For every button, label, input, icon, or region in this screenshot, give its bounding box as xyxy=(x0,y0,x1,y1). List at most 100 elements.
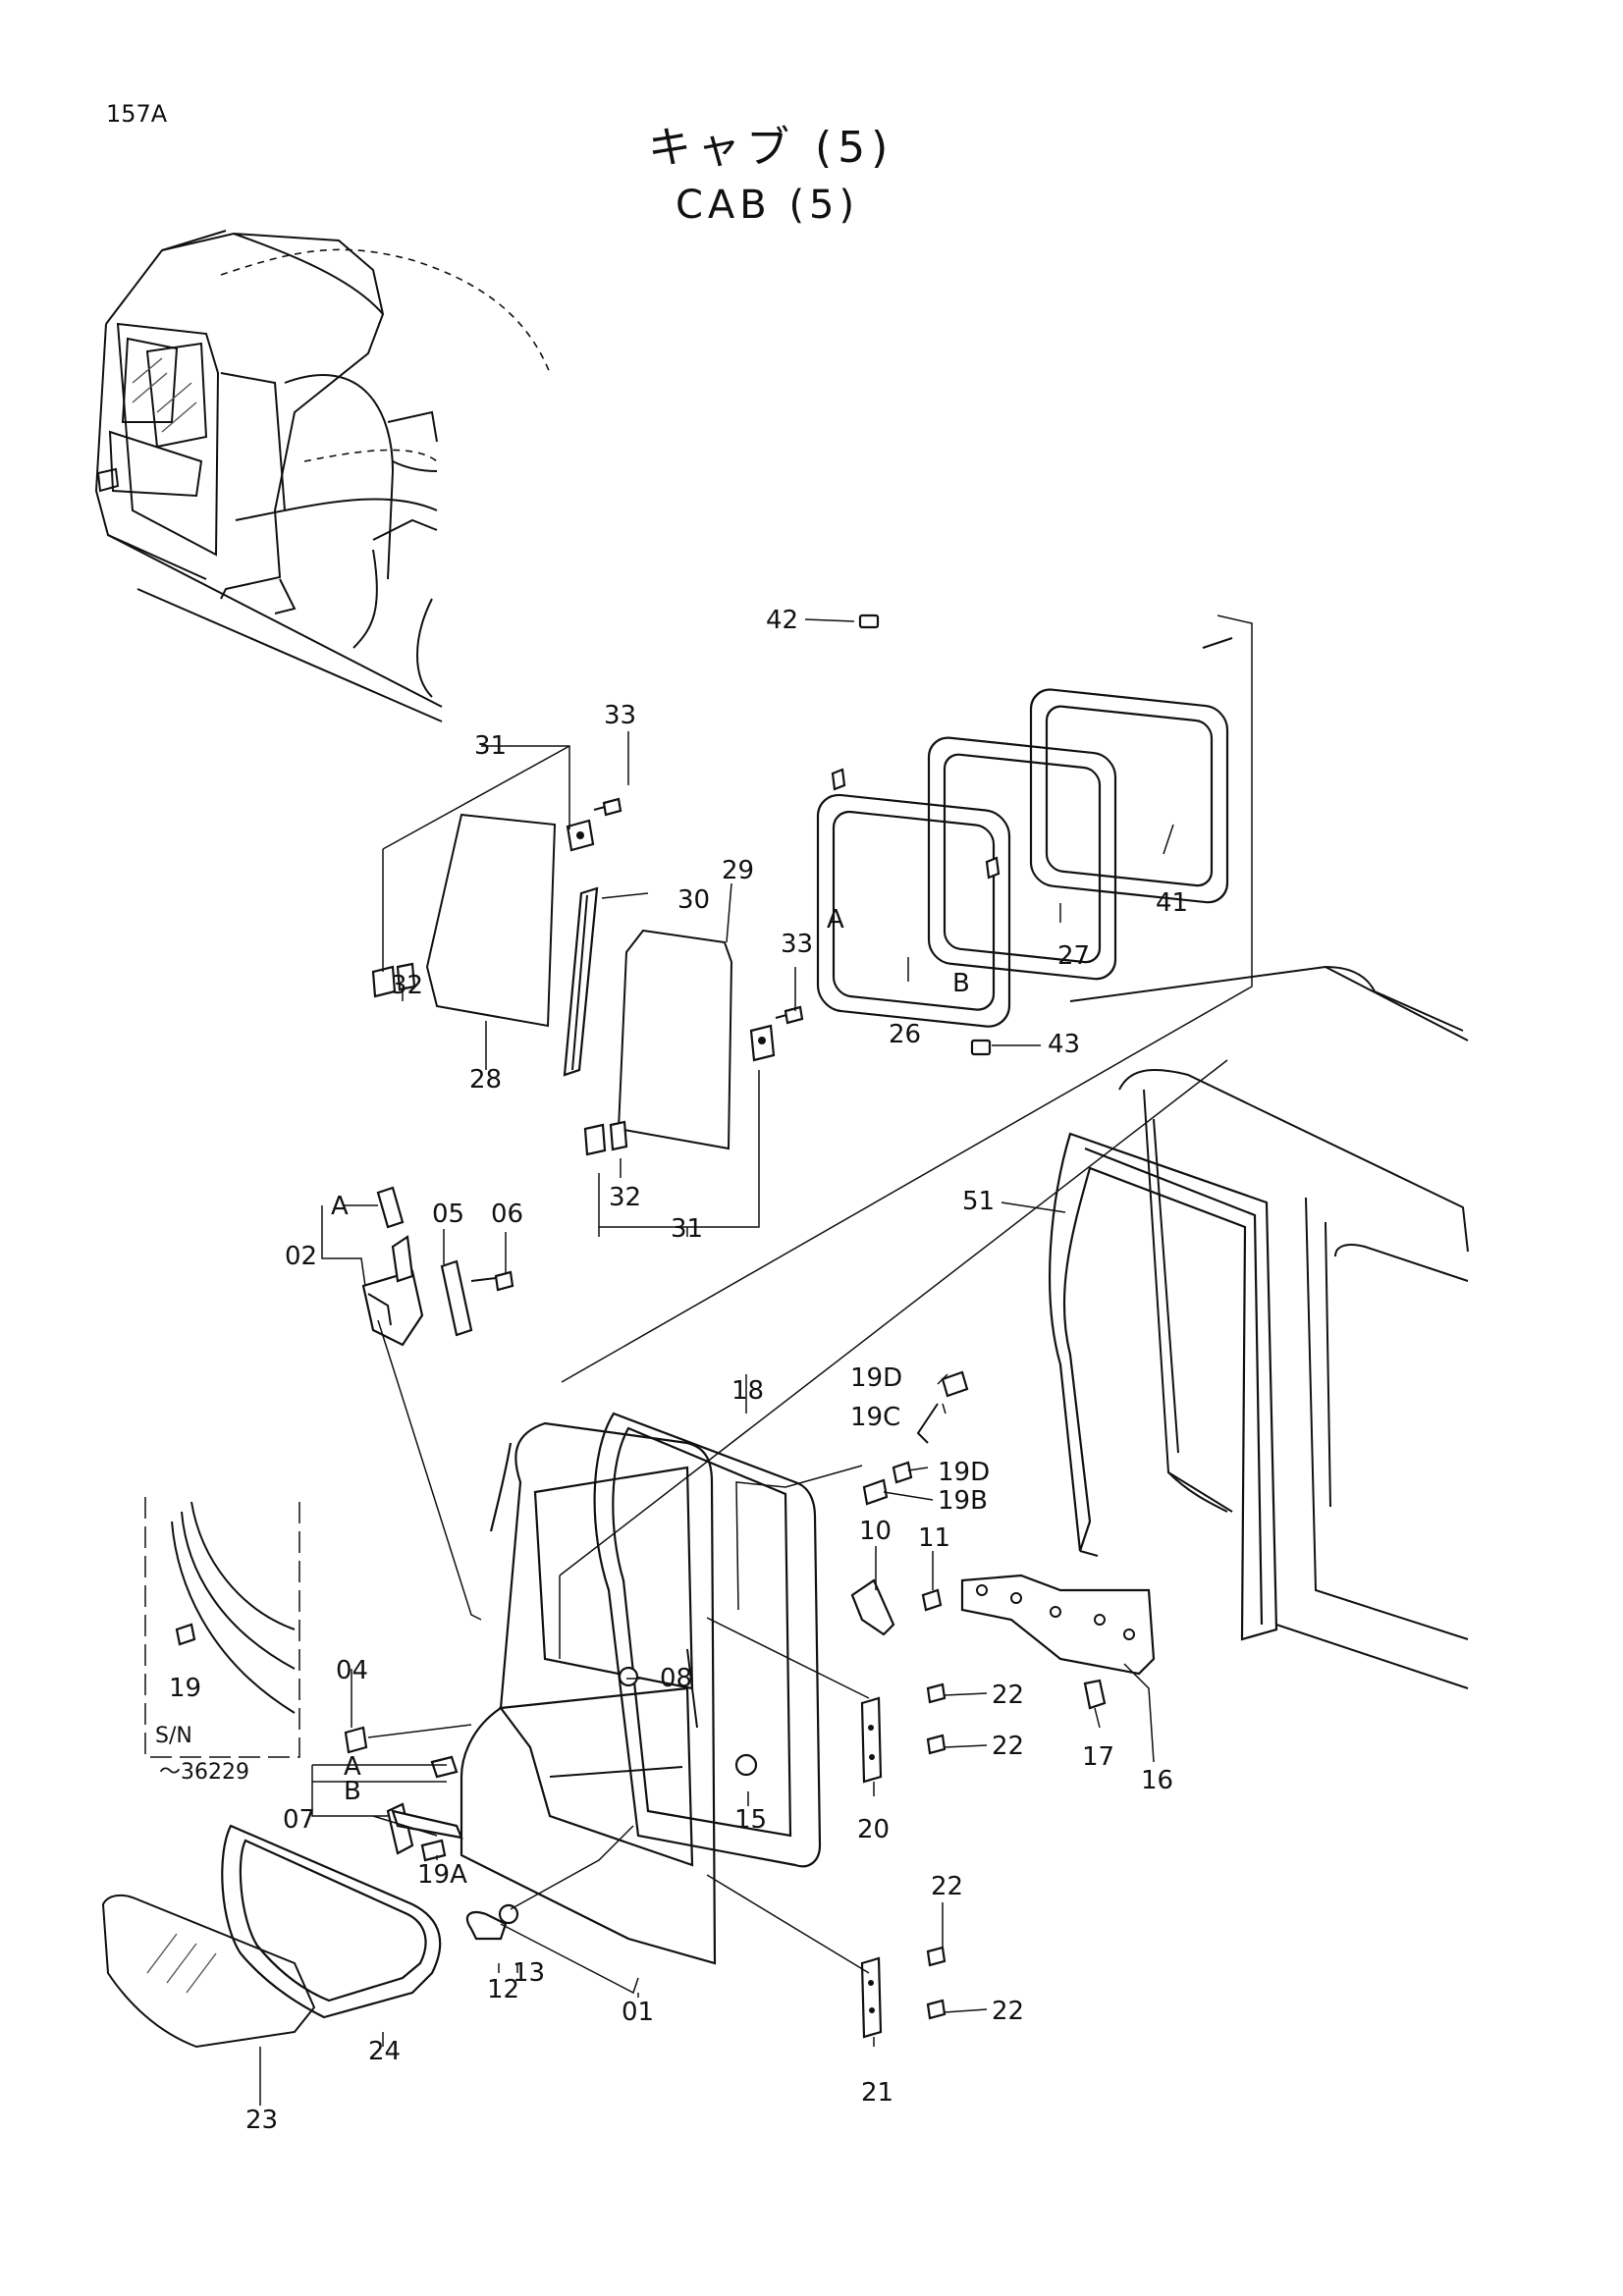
callout-22-c: 22 xyxy=(931,1872,963,1901)
bolt-22-d xyxy=(926,1999,947,2020)
callout-22-d: 22 xyxy=(992,1997,1024,2026)
door-glass-23 xyxy=(101,1894,316,2049)
callout-19b: 19B xyxy=(938,1486,988,1516)
door-handle-02 xyxy=(361,1235,424,1347)
window-seal-26 xyxy=(816,793,1011,1028)
hinge-21 xyxy=(860,1956,883,2039)
cab-door-01 xyxy=(460,1421,717,1965)
callout-04: 04 xyxy=(336,1656,368,1685)
callout-17: 17 xyxy=(1082,1742,1114,1772)
callout-08: 08 xyxy=(660,1664,692,1693)
callout-31-lower: 31 xyxy=(671,1214,703,1244)
seal-26-clip-b xyxy=(985,856,1001,880)
callout-02: 02 xyxy=(285,1242,317,1271)
bolt-22-a xyxy=(926,1682,947,1704)
callout-06: 06 xyxy=(491,1200,523,1229)
grommet-15 xyxy=(734,1753,758,1777)
callout-33-lower: 33 xyxy=(781,930,813,959)
callout-51: 51 xyxy=(962,1187,995,1216)
callout-15: 15 xyxy=(734,1805,767,1835)
glass-seal-24 xyxy=(221,1824,442,2019)
cab-overview-illustration xyxy=(94,230,551,722)
serial-range: ～36229 xyxy=(159,1760,249,1785)
callout-33-upper: 33 xyxy=(604,701,636,730)
grommet-08 xyxy=(618,1666,639,1687)
callout-29: 29 xyxy=(722,856,754,885)
window-seal-27 xyxy=(927,736,1117,981)
callout-26: 26 xyxy=(889,1020,921,1049)
hinge-20 xyxy=(860,1696,883,1784)
lever-07 xyxy=(386,1755,463,1855)
callout-labels: 42 33 31 29 30 A B 41 27 26 43 32 28 33 … xyxy=(155,606,1188,2135)
clip-19a xyxy=(420,1839,447,1862)
callout-23: 23 xyxy=(245,2106,278,2135)
callout-05: 05 xyxy=(432,1200,464,1229)
callout-16: 16 xyxy=(1141,1766,1173,1795)
callout-10: 10 xyxy=(859,1517,892,1546)
window-seal-41 xyxy=(1029,637,1233,904)
callout-31-upper: 31 xyxy=(474,731,507,761)
callout-19c: 19C xyxy=(850,1403,900,1432)
clamp-12 xyxy=(465,1911,508,1941)
callout-22-b: 22 xyxy=(992,1732,1024,1761)
handle-cover xyxy=(376,1186,405,1229)
bracket-10 xyxy=(850,1578,895,1636)
bracket-31-upper xyxy=(371,819,595,998)
callout-b-seal: B xyxy=(952,969,970,998)
callout-27: 27 xyxy=(1057,941,1090,971)
callout-43: 43 xyxy=(1048,1030,1080,1059)
bolt-22-b xyxy=(926,1734,947,1755)
callout-12: 12 xyxy=(487,1975,519,2004)
stopper-17 xyxy=(1083,1679,1107,1710)
clip-19d-upper xyxy=(941,1370,969,1398)
callout-01: 01 xyxy=(622,1998,654,2027)
bolt-22-c xyxy=(926,1946,947,1967)
callout-22-a: 22 xyxy=(992,1681,1024,1710)
callout-42: 42 xyxy=(766,606,798,635)
rail-30 xyxy=(563,886,599,1077)
bolt-04 xyxy=(344,1726,368,1754)
serial-inset-box xyxy=(144,1497,300,1758)
callout-11: 11 xyxy=(918,1523,950,1553)
callout-32-upper: 32 xyxy=(391,971,423,1000)
grip-05 xyxy=(440,1259,473,1337)
callout-18: 18 xyxy=(731,1376,764,1406)
sliding-glass-29 xyxy=(617,929,733,1150)
screw-06 xyxy=(470,1270,514,1292)
rod-19c xyxy=(916,1403,939,1444)
cab-body-right-illustration xyxy=(1069,965,1469,1689)
callout-07: 07 xyxy=(283,1805,315,1835)
nut-13 xyxy=(498,1903,519,1925)
serial-prefix: S/N xyxy=(155,1724,192,1748)
callout-b-lever: B xyxy=(344,1777,361,1806)
clip-43 xyxy=(970,1039,992,1056)
clip-42 xyxy=(858,614,880,629)
title-english: CAB (5) xyxy=(676,183,859,228)
bracket-31-lower xyxy=(583,1024,776,1156)
callout-19d-lower: 19D xyxy=(938,1458,990,1487)
seal-26-clip-a xyxy=(831,768,846,791)
callout-24: 24 xyxy=(368,2037,401,2066)
bolt-33-upper xyxy=(593,797,622,817)
page-code: 157A xyxy=(106,100,168,128)
callout-a-seal: A xyxy=(827,905,844,934)
clip-19b xyxy=(862,1478,889,1506)
sliding-glass-28 xyxy=(425,813,557,1028)
callout-20: 20 xyxy=(857,1815,890,1844)
callout-13: 13 xyxy=(513,1958,545,1988)
callout-a-lever: A xyxy=(344,1752,361,1782)
leader-lines xyxy=(259,614,1253,2106)
plate-16 xyxy=(960,1574,1156,1676)
clip-19d-lower xyxy=(892,1461,913,1484)
bolt-11 xyxy=(921,1588,943,1612)
callout-21: 21 xyxy=(861,2078,893,2108)
callout-30: 30 xyxy=(677,885,710,915)
callout-28: 28 xyxy=(469,1065,502,1095)
bolt-33-lower xyxy=(775,1005,804,1025)
callout-41: 41 xyxy=(1156,888,1188,918)
door-seal-18 xyxy=(593,1412,822,1868)
callout-19: 19 xyxy=(169,1674,201,1703)
callout-a-handle: A xyxy=(331,1192,349,1221)
